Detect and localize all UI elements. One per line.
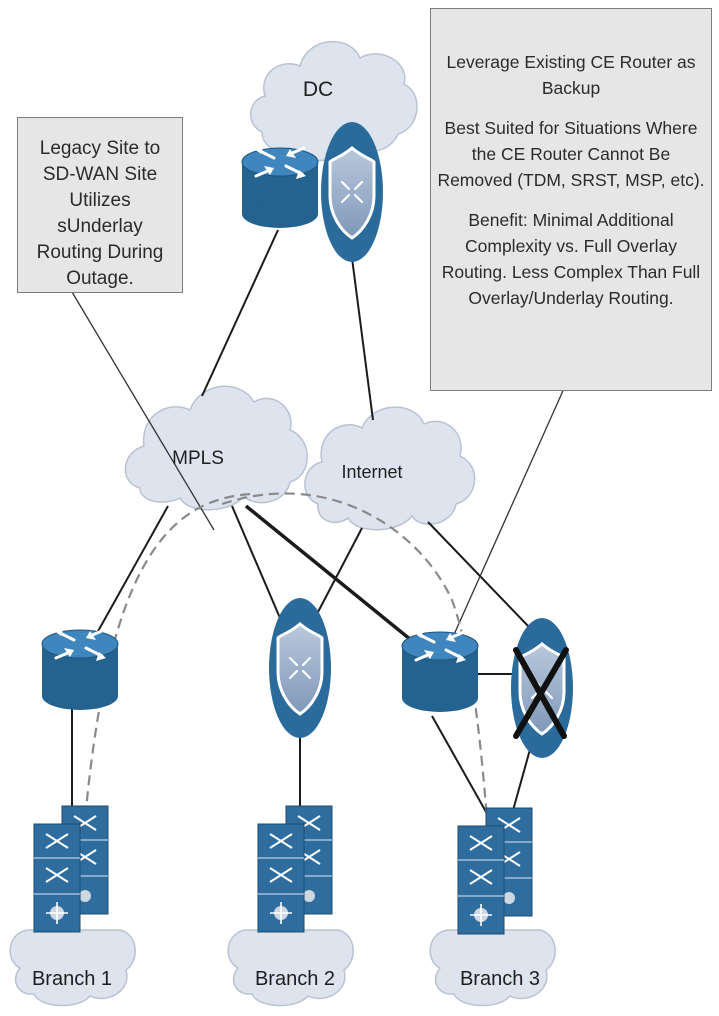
links <box>71 229 567 827</box>
cloud-mpls: MPLS <box>124 385 308 511</box>
cloud-icon <box>304 406 476 531</box>
branch1-label: Branch 1 <box>32 968 112 990</box>
branch3-label: Branch 3 <box>460 968 540 990</box>
link-mpls-branch3-router <box>244 504 418 646</box>
dc-label: DC <box>303 78 333 101</box>
cloud-icon <box>227 929 354 1007</box>
cloud-icon <box>429 929 556 1007</box>
callout-ce-title: Leverage Existing CE Router as Backup <box>446 52 696 98</box>
switch-stack-icon <box>257 805 333 933</box>
link-branch3-router-switch <box>431 715 495 827</box>
backup-paths <box>84 492 492 859</box>
sdwan-edge-shield-icon <box>319 120 385 264</box>
callout-legacy-site: Legacy Site to SD-WAN Site Utilizes sUnd… <box>17 117 183 293</box>
link-dc-router-mpls <box>201 229 279 397</box>
dashed-path-branch1 <box>84 492 251 811</box>
branch2-label: Branch 2 <box>255 968 335 990</box>
router-icon <box>400 627 480 714</box>
callout-ce-benefit: Benefit: Minimal Additional Complexity v… <box>441 210 701 308</box>
dashed-path-branch3 <box>221 492 492 859</box>
router-icon <box>240 143 320 230</box>
link-mpls-branch1-router <box>91 505 169 643</box>
internet-label: Internet <box>341 462 402 482</box>
cloud-icon <box>9 929 136 1007</box>
sdwan-edge-shield-icon <box>267 596 333 740</box>
switch-stack-icon <box>457 807 533 935</box>
callout-left-pointer <box>71 291 215 531</box>
failed-x-icon <box>513 647 569 739</box>
link-mpls-branch2-edge <box>231 505 281 619</box>
link-dc-edge-internet <box>351 257 374 421</box>
cloud-internet: Internet <box>304 406 476 531</box>
router-icon <box>40 625 120 712</box>
callout-right-pointer <box>447 383 567 649</box>
callout-legacy-text: Legacy Site to SD-WAN Site Utilizes sUnd… <box>36 138 164 289</box>
link-internet-branch3-edge <box>427 521 531 629</box>
mpls-label: MPLS <box>172 448 224 469</box>
branch-clouds <box>9 929 556 1007</box>
switch-stack-icon <box>33 805 109 933</box>
callout-ce-suited: Best Suited for Situations Where the CE … <box>437 118 705 190</box>
link-internet-branch2-edge <box>317 527 363 613</box>
callout-ce-backup: Leverage Existing CE Router as Backup Be… <box>430 8 712 391</box>
